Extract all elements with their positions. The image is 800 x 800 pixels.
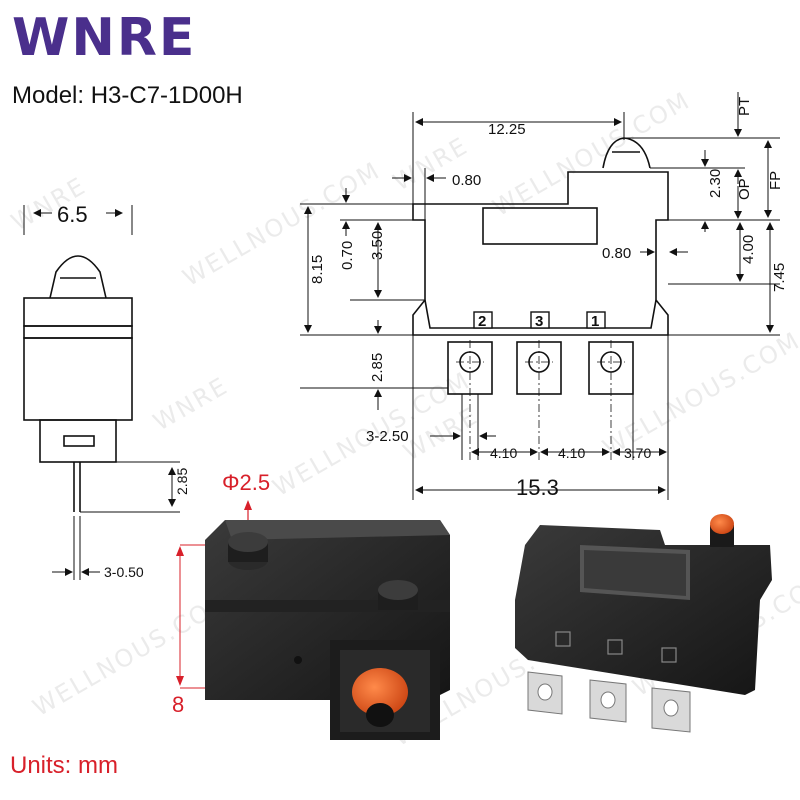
dim-h-815: 8.15 bbox=[309, 255, 326, 284]
photo-height-label: 8 bbox=[172, 692, 184, 717]
dim-offset: 3.70 bbox=[624, 445, 651, 461]
dim-pt: PT bbox=[736, 97, 753, 116]
dim-wall-right: 0.80 bbox=[602, 245, 631, 262]
product-photo-rear bbox=[515, 514, 772, 733]
dim-h-745: 7.45 bbox=[771, 263, 788, 292]
dim-wall: 0.80 bbox=[452, 172, 481, 189]
brand-logo: WNRE bbox=[12, 8, 197, 68]
dim-pitch-2: 4.10 bbox=[558, 445, 585, 461]
dim-h-350: 3.50 bbox=[369, 231, 386, 260]
center-lines bbox=[456, 340, 625, 460]
side-pin-length-label: 2.85 bbox=[174, 468, 190, 495]
dim-h-400: 4.00 bbox=[740, 235, 757, 264]
terminal-label-2: 2 bbox=[478, 313, 486, 330]
dim-pin-length: 2.85 bbox=[369, 353, 386, 382]
dim-total-width: 15.3 bbox=[516, 475, 559, 500]
terminal-label-3: 3 bbox=[535, 313, 543, 330]
model-title: Model: H3-C7-1D00H bbox=[12, 82, 243, 109]
dim-h-230: 2.30 bbox=[707, 169, 724, 198]
dim-width-top: 12.25 bbox=[488, 121, 526, 138]
units-note: Units: mm bbox=[10, 752, 118, 779]
front-dimensions bbox=[300, 92, 780, 500]
side-view bbox=[23, 205, 180, 580]
side-width-label: 6.5 bbox=[57, 202, 88, 227]
dim-op: OP bbox=[736, 178, 753, 200]
dim-fp: FP bbox=[767, 171, 784, 190]
dim-pitch-1: 4.10 bbox=[490, 445, 517, 461]
product-photo-front bbox=[176, 500, 450, 740]
photo-diameter-label: Φ2.5 bbox=[222, 470, 270, 495]
dim-h-070: 0.70 bbox=[339, 241, 356, 270]
terminal-label-1: 1 bbox=[591, 313, 599, 330]
dim-pin-width: 3-2.50 bbox=[366, 428, 409, 445]
terminal-number-boxes bbox=[473, 311, 606, 329]
side-pin-width-label: 3-0.50 bbox=[104, 564, 144, 580]
